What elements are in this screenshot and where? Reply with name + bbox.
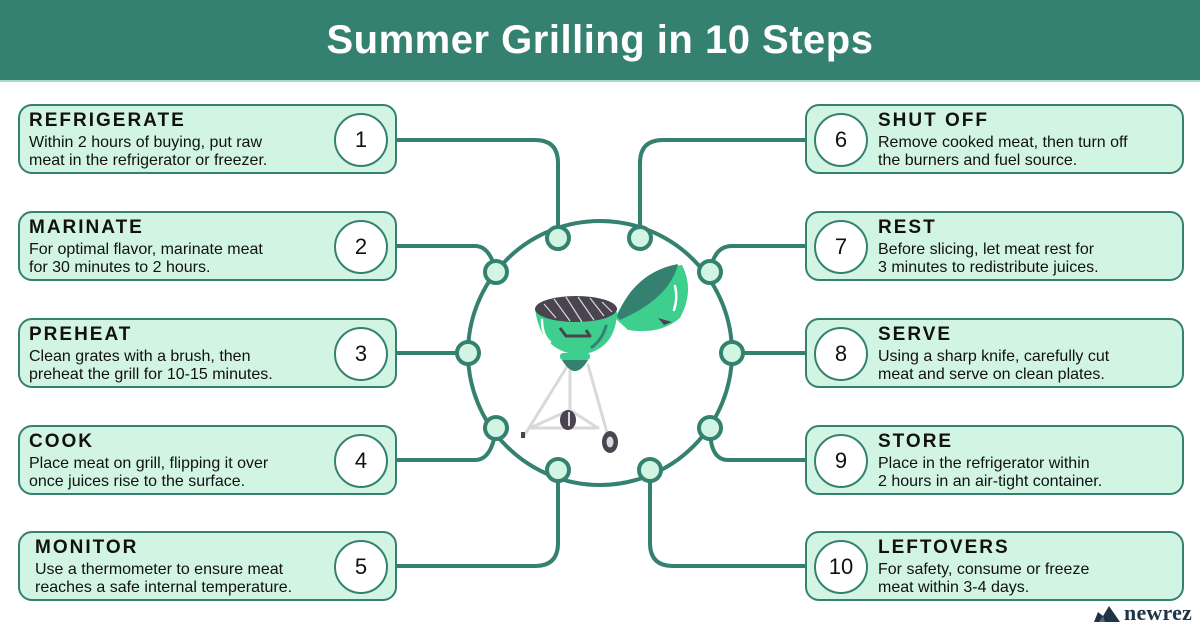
ring-node-2 [483, 259, 509, 285]
connector-2 [395, 244, 498, 274]
step-description-line: Before slicing, let meat rest for [878, 241, 1095, 258]
step-card-8: 8 SERVE Using a sharp knife, carefully c… [805, 318, 1184, 388]
step-description-line: Use a thermometer to ensure meat [35, 561, 284, 578]
step-number-badge: 8 [814, 327, 868, 381]
newrez-logo-mark-icon [1094, 606, 1121, 622]
step-title: MARINATE [29, 217, 144, 238]
step-description-line: 3 minutes to redistribute juices. [878, 259, 1099, 276]
connector-6 [638, 138, 807, 240]
step-title: SERVE [878, 324, 953, 345]
step-description-line: once juices rise to the surface. [29, 473, 246, 490]
step-title: REFRIGERATE [29, 110, 186, 131]
step-description-line: Remove cooked meat, then turn off [878, 134, 1128, 151]
step-description-line: Within 2 hours of buying, put raw [29, 134, 263, 151]
connector-4 [395, 426, 498, 462]
step-description-line: Place in the refrigerator within [878, 455, 1090, 472]
step-description-line: For safety, consume or freeze [878, 561, 1090, 578]
step-description-line: for 30 minutes to 2 hours. [29, 259, 211, 276]
step-description-line: the burners and fuel source. [878, 152, 1078, 169]
connector-7 [708, 244, 807, 274]
grill-icon [521, 264, 689, 453]
step-description-line: For optimal flavor, marinate meat [29, 241, 263, 258]
step-number-badge: 10 [814, 540, 868, 594]
step-title: SHUT OFF [878, 110, 989, 131]
step-title: STORE [878, 431, 954, 452]
step-description: Clean grates with a brush, then preheat … [29, 348, 273, 384]
step-card-1: REFRIGERATE Within 2 hours of buying, pu… [18, 104, 397, 174]
ring-node-8 [719, 340, 745, 366]
step-description-line: preheat the grill for 10-15 minutes. [29, 366, 273, 383]
step-description: Use a thermometer to ensure meat reaches… [35, 561, 292, 597]
step-description: For optimal flavor, marinate meat for 30… [29, 241, 263, 277]
connector-9 [708, 426, 807, 462]
step-number-badge: 6 [814, 113, 868, 167]
step-description-line: Clean grates with a brush, then [29, 348, 251, 365]
step-number-badge: 9 [814, 434, 868, 488]
ring-node-4 [483, 415, 509, 441]
step-title: PREHEAT [29, 324, 133, 345]
step-description: Within 2 hours of buying, put raw meat i… [29, 134, 267, 170]
step-card-3: PREHEAT Clean grates with a brush, then … [18, 318, 397, 388]
connector-10 [648, 468, 807, 568]
step-card-4: COOK Place meat on grill, flipping it ov… [18, 425, 397, 495]
step-card-7: 7 REST Before slicing, let meat rest for… [805, 211, 1184, 281]
step-title: REST [878, 217, 937, 238]
step-description-line: meat and serve on clean plates. [878, 366, 1105, 383]
connector-1 [395, 138, 560, 240]
step-description: Place meat on grill, flipping it over on… [29, 455, 268, 491]
step-number-badge: 1 [334, 113, 388, 167]
step-description: For safety, consume or freeze meat withi… [878, 561, 1089, 597]
step-description-line: meat within 3-4 days. [878, 579, 1030, 596]
ring-node-10 [637, 457, 663, 483]
step-description-line: 2 hours in an air-tight container. [878, 473, 1103, 490]
header-banner: Summer Grilling in 10 Steps [0, 0, 1200, 82]
step-title: COOK [29, 431, 94, 452]
step-description: Remove cooked meat, then turn off the bu… [878, 134, 1128, 170]
step-number-badge: 3 [334, 327, 388, 381]
step-description: Using a sharp knife, carefully cut meat … [878, 348, 1109, 384]
step-title: MONITOR [35, 537, 139, 558]
ring-node-3 [455, 340, 481, 366]
ring-node-1 [545, 225, 571, 251]
step-number-badge: 7 [814, 220, 868, 274]
step-card-9: 9 STORE Place in the refrigerator within… [805, 425, 1184, 495]
step-description-line: Place meat on grill, flipping it over [29, 455, 269, 472]
ring-node-9 [697, 415, 723, 441]
step-description-line: Using a sharp knife, carefully cut [878, 348, 1110, 365]
step-card-2: MARINATE For optimal flavor, marinate me… [18, 211, 397, 281]
ring-node-5 [545, 457, 571, 483]
step-card-5: MONITOR Use a thermometer to ensure meat… [18, 531, 397, 601]
newrez-logo: newrez [1094, 600, 1192, 626]
step-title: LEFTOVERS [878, 537, 1010, 558]
ring-node-6 [627, 225, 653, 251]
ring-node-7 [697, 259, 723, 285]
step-description-line: reaches a safe internal temperature. [35, 579, 293, 596]
step-description: Before slicing, let meat rest for 3 minu… [878, 241, 1099, 277]
step-description: Place in the refrigerator within 2 hours… [878, 455, 1102, 491]
step-description-line: meat in the refrigerator or freezer. [29, 152, 268, 169]
logo-text: newrez [1124, 600, 1192, 625]
step-number-badge: 4 [334, 434, 388, 488]
step-number-badge: 5 [334, 540, 388, 594]
page-title: Summer Grilling in 10 Steps [326, 17, 874, 62]
step-card-6: 6 SHUT OFF Remove cooked meat, then turn… [805, 104, 1184, 174]
step-number-badge: 2 [334, 220, 388, 274]
connector-5 [395, 468, 560, 568]
step-card-10: 10 LEFTOVERS For safety, consume or free… [805, 531, 1184, 601]
